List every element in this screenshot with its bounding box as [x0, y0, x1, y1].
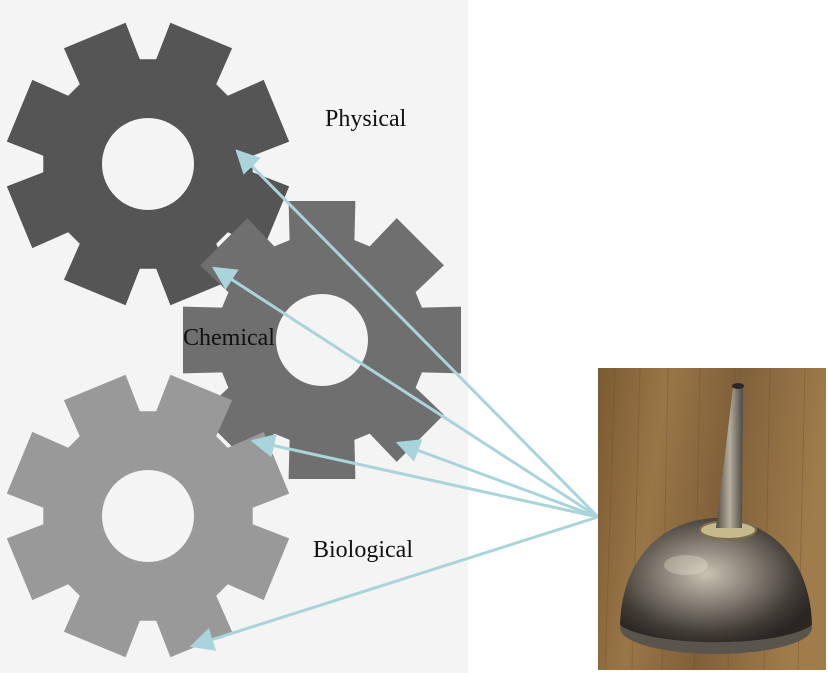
- oil-can-body: [620, 518, 812, 643]
- label-chemical: Chemical: [183, 325, 275, 351]
- arrow-to-biological-upper: [250, 433, 599, 519]
- arrow-to-physical: [235, 149, 600, 519]
- arrow-to-upper-left: [211, 266, 599, 519]
- label-biological: Biological: [313, 537, 413, 563]
- arrow-to-chemical: [395, 439, 599, 519]
- oil-can-spout: [716, 388, 743, 528]
- gear-icon: [183, 201, 461, 479]
- oil-can-highlight: [664, 555, 708, 575]
- gear-icon: [6, 22, 290, 306]
- oil-can-icon: [598, 367, 826, 671]
- arrow-to-biological-lower: [189, 515, 599, 651]
- gear-icon: [6, 374, 290, 658]
- oil-can-spout-tip: [732, 383, 744, 389]
- arrows: [189, 149, 600, 651]
- label-physical: Physical: [325, 106, 407, 132]
